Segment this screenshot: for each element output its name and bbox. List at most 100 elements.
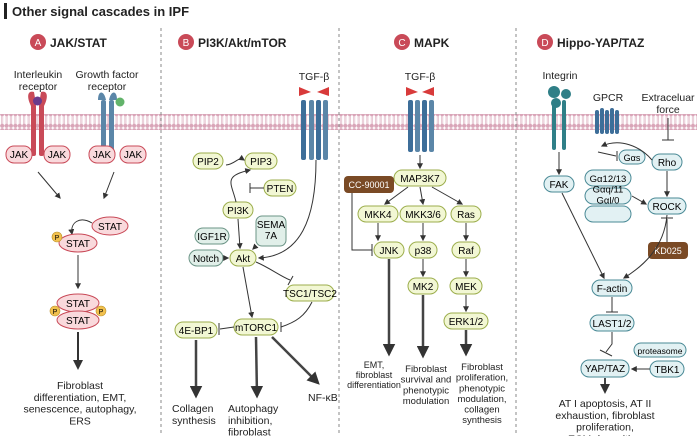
svg-text:MAP3K7: MAP3K7 [400,174,440,185]
svg-text:JAK/STAT: JAK/STAT [50,36,108,50]
interleukin-receptor-icon [28,91,47,156]
inhibition-line [597,151,617,157]
svg-text:MKK3/6: MKK3/6 [405,210,441,221]
arrow [622,214,668,279]
arrow [250,336,264,399]
rock-node: ROCK [647,197,687,215]
svg-text:FAK: FAK [550,180,569,191]
svg-text:MK2: MK2 [413,282,434,293]
cell-membrane [0,114,697,130]
arrow [631,195,648,205]
panel-a-header: A JAK/STAT [30,34,108,50]
kd025-inhibitor: KD025 [648,242,688,259]
igf1r-node: IGF1R [194,227,230,245]
svg-text:MAPK: MAPK [414,36,450,50]
figure-title: Other signal cascades in IPF [12,4,189,19]
title-bar [4,3,7,19]
yaptaz-node: YAP/TAZ [580,359,630,378]
gpcr-icon [595,108,619,134]
svg-text:ROCK: ROCK [653,202,682,213]
svg-text:ERK1/2: ERK1/2 [449,317,484,328]
svg-text:JAK: JAK [93,150,112,161]
rho-node: Rho [651,153,683,171]
autophagy-outcome: Autophagyinhibition,fibroblastproliferat… [228,403,283,436]
svg-text:proteasome: proteasome [638,346,683,356]
svg-text:PIP2: PIP2 [197,157,219,168]
arrow [37,171,61,199]
arrow [252,243,259,250]
inhibition-line [280,301,313,328]
svg-text:Hippo-YAP/TAZ: Hippo-YAP/TAZ [557,36,644,50]
raf-node: Raf [451,241,481,259]
svg-text:TSC1/TSC2: TSC1/TSC2 [283,289,337,300]
stat-node: STAT [91,216,129,236]
integrin-icon [548,86,571,150]
svg-text:F-actin: F-actin [597,284,628,295]
svg-text:YAP/TAZ: YAP/TAZ [585,364,625,375]
svg-text:PIP3: PIP3 [250,157,272,168]
tgfb-receptor-icon [406,87,434,152]
arrow [242,266,255,319]
svg-text:JAK: JAK [124,150,143,161]
svg-text:TBK1: TBK1 [654,365,679,376]
pip2-node: PIP2 [192,152,224,170]
svg-text:PI3K/Akt/mTOR: PI3K/Akt/mTOR [198,36,287,50]
notch-node: Notch [188,249,224,267]
jak-node: JAK [119,145,147,164]
svg-text:JAK: JAK [10,150,29,161]
gas-node: Gαs [618,149,646,165]
panel-c-header: C MAPK [394,34,450,50]
svg-text:P: P [55,235,60,242]
svg-text:MKK4: MKK4 [364,210,392,221]
arrow [419,186,426,206]
svg-text:P: P [53,309,58,316]
integrin-label: Integrin [542,70,577,82]
tgfb-receptor-icon [299,87,329,160]
arrow [102,171,115,200]
phospho-stat-node: STAT P [51,231,98,253]
svg-text:mTORC1: mTORC1 [235,323,277,334]
svg-text:p38: p38 [415,246,432,257]
p38-node: p38 [408,241,438,259]
svg-text:PI3K: PI3K [227,206,249,217]
jnk-node: JNK [373,241,405,259]
proteasome-node: proteasome [633,342,687,358]
nfkb-outcome: NF-κB [308,392,338,404]
arrow [600,141,653,161]
akt-node: Akt [229,249,257,267]
tbk1-node: TBK1 [649,360,685,378]
svg-text:Notch: Notch [193,254,219,265]
svg-text:IGF1R: IGF1R [197,232,226,243]
svg-text:STAT: STAT [98,222,122,233]
arrow [561,192,605,280]
svg-text:STAT: STAT [66,299,90,310]
svg-text:Ras: Ras [457,210,475,221]
tgfb-label: TGF-β [299,71,330,83]
svg-text:PTEN: PTEN [267,184,294,195]
svg-text:STAT: STAT [66,239,90,250]
svg-text:MEK: MEK [455,282,477,293]
inhibition-line [255,261,291,281]
svg-text:Akt: Akt [236,254,251,265]
arrow [271,336,320,385]
svg-text:B: B [183,38,190,49]
arrow [431,186,464,205]
inhibition-bar [599,349,613,357]
factin-node: F-actin [591,279,633,297]
svg-text:JAK: JAK [48,150,67,161]
4ebp1-node: 4E-BP1 [174,321,218,339]
pi3k-node: PI3K [222,201,254,219]
cc90001-inhibitor: CC-90001 [344,176,394,193]
svg-text:4E-BP1: 4E-BP1 [179,326,214,337]
tsc-node: TSC1/TSC2 [283,284,337,302]
inhibition-line [219,326,235,330]
